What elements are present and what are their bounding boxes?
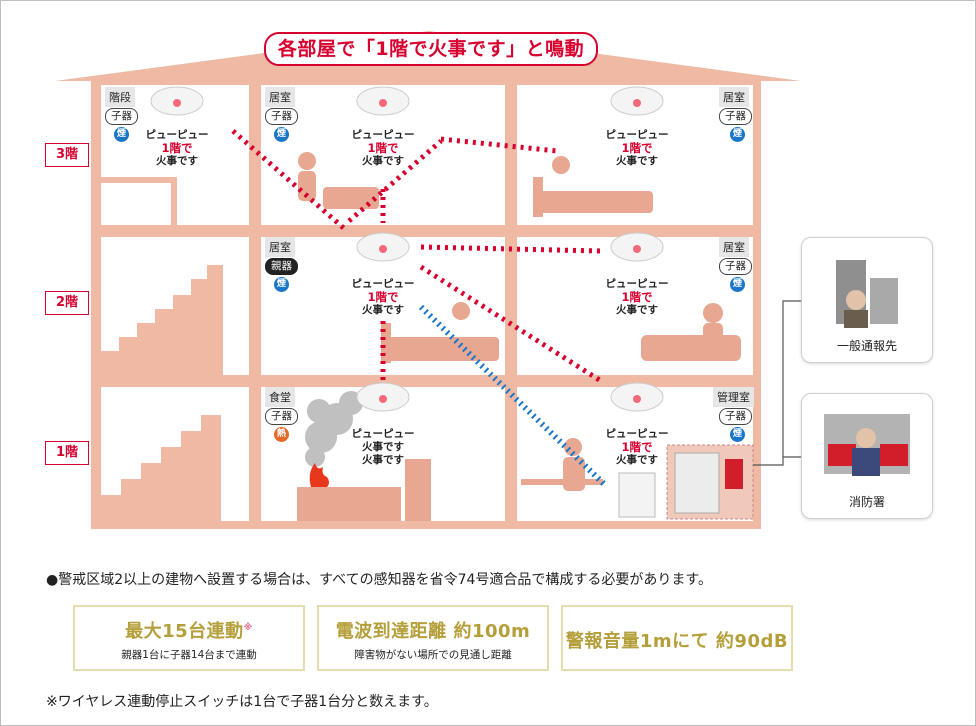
- contact-card-fire-station: 消防署: [801, 393, 933, 519]
- diagram-title: 各部屋で「1階で火事です」と鳴動: [264, 32, 598, 66]
- fire-station-icon: [824, 414, 910, 476]
- room-name: 居室: [265, 87, 295, 107]
- notice-text: ●警戒区域2以上の建物へ設置する場合は、すべての感知器を省令74号適合品で構成す…: [46, 572, 712, 588]
- room-name: 居室: [719, 237, 749, 257]
- radio-waves: [231, 129, 603, 385]
- house-illustration: [55, 31, 801, 529]
- spec-box: 最大15台連動※ 親器1台に子器14台まで連動: [73, 605, 305, 671]
- building-icon: [836, 260, 898, 328]
- spec-sub: 親器1台に子器14台まで連動: [121, 649, 257, 661]
- footnote-text: ※ワイヤレス連動停止スイッチは1台で子器1台分と数えます。: [46, 694, 438, 710]
- unit-type-pill: 子器: [265, 108, 298, 125]
- spec-title: 電波到達距離 約100m: [335, 621, 531, 642]
- unit-type-pill: 子器: [719, 258, 752, 275]
- detector-icons: [150, 86, 664, 412]
- floor-label-1f: 1階: [45, 441, 89, 465]
- floor-label-3f: 3階: [45, 143, 89, 167]
- room-name: 階段: [105, 87, 135, 107]
- unit-type-pill: 子器: [265, 408, 298, 425]
- unit-type-pill: 子器: [719, 408, 752, 425]
- spec-mark: ※: [243, 623, 253, 633]
- spec-box: 電波到達距離 約100m 障害物がない場所での見通し距離: [317, 605, 549, 671]
- heat-badge: 熱: [274, 427, 289, 442]
- smoke-badge: 煙: [730, 277, 745, 292]
- smoke-badge: 煙: [730, 127, 745, 142]
- flame-icon: [309, 463, 329, 487]
- spec-box: 警報音量1mにて 約90dB: [561, 605, 793, 671]
- contact-card-general: 一般通報先: [801, 237, 933, 363]
- smoke-badge: 煙: [114, 127, 129, 142]
- alarm-text-origin: ピューピュー火事です火事です: [351, 428, 415, 466]
- room-name: 食堂: [265, 387, 295, 407]
- room-name: 居室: [265, 237, 295, 257]
- unit-type-pill-parent: 親器: [265, 258, 298, 275]
- contact-label: 消防署: [848, 495, 885, 509]
- floor-label-2f: 2階: [45, 291, 89, 315]
- unit-type-pill: 子器: [719, 108, 752, 125]
- unit-type-pill: 子器: [105, 108, 138, 125]
- spec-sub: 障害物がない場所での見通し距離: [354, 649, 512, 661]
- spec-title: 警報音量1mにて 約90dB: [565, 631, 789, 652]
- smoke-badge: 煙: [730, 427, 745, 442]
- contact-label: 一般通報先: [836, 339, 897, 353]
- signal-line: [418, 304, 608, 488]
- room-name: 管理室: [713, 387, 754, 407]
- spec-title: 最大15台連動: [125, 621, 244, 642]
- smoke-badge: 煙: [274, 127, 289, 142]
- smoke-cloud: [305, 391, 363, 467]
- room-name: 居室: [719, 87, 749, 107]
- smoke-badge: 煙: [274, 277, 289, 292]
